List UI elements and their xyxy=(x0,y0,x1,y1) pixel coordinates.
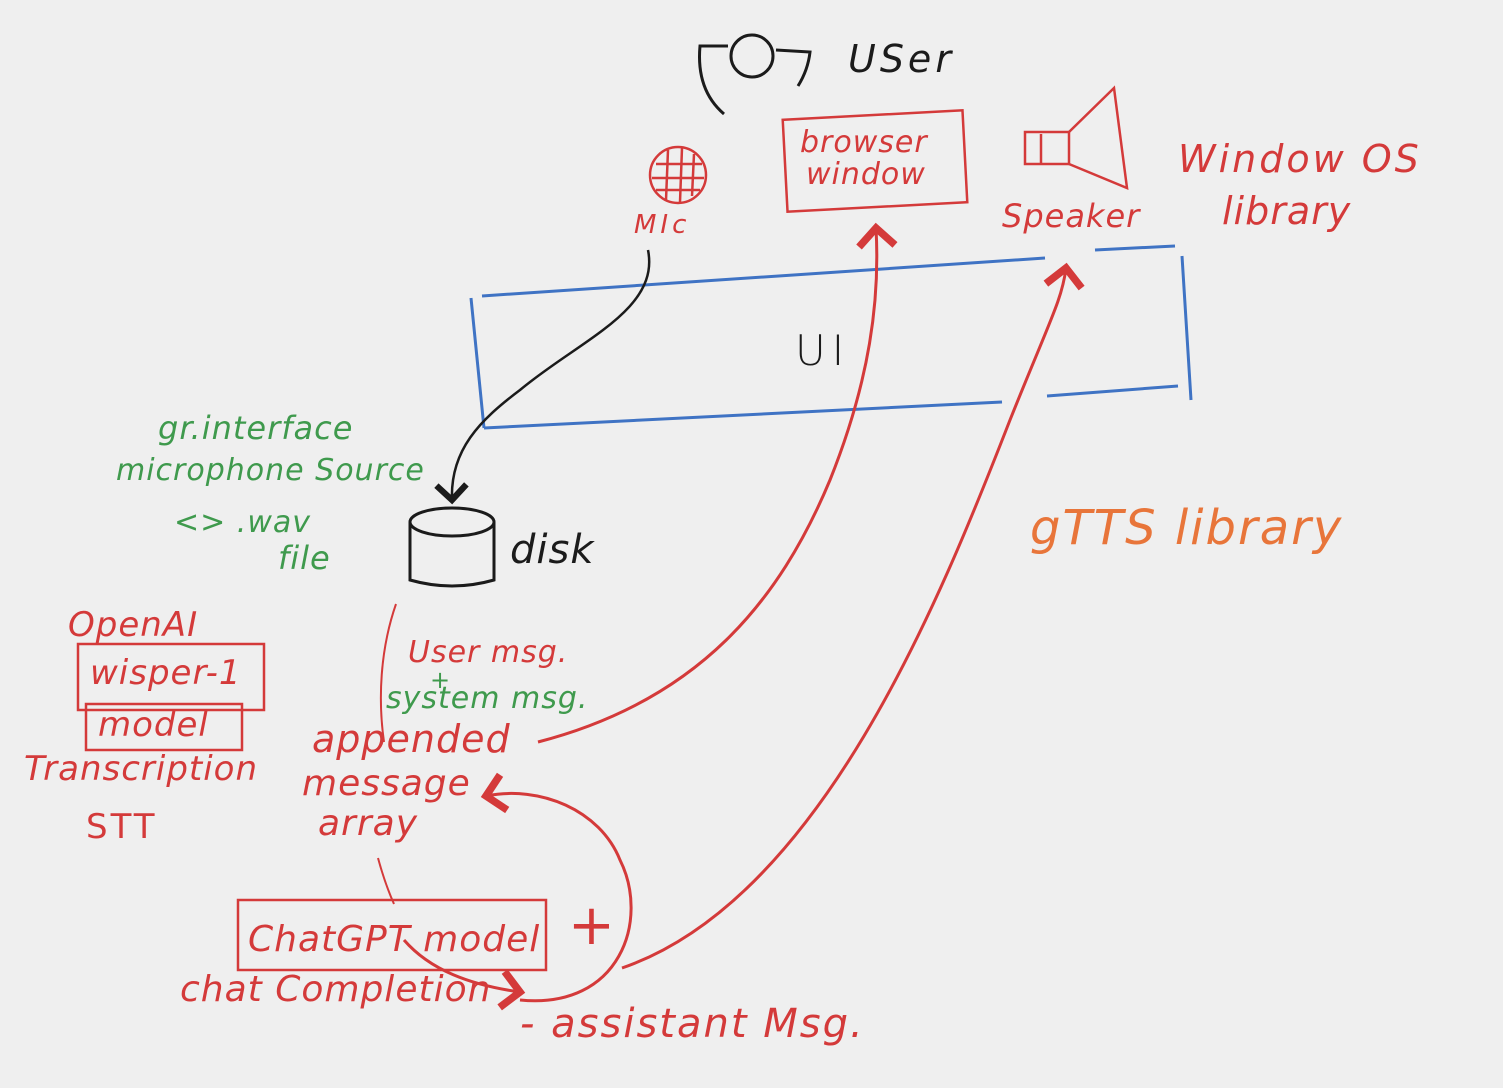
gr-interface-line3: <> .wav xyxy=(174,505,312,540)
gr-interface-line4: file xyxy=(278,539,331,577)
openai-label: OpenAI xyxy=(68,605,199,645)
disk-cylinder-icon xyxy=(408,506,496,588)
stt-label: STT xyxy=(86,807,158,847)
browser-window-box xyxy=(781,109,969,213)
model-box xyxy=(84,702,244,752)
mic-to-disk-arrow xyxy=(434,249,651,505)
array-label: array xyxy=(318,803,419,844)
chatgpt-to-assistant-arrow xyxy=(402,939,526,1011)
assistant-msg-label: - assistant Msg. xyxy=(520,1001,865,1047)
gr-interface-line1: gr.interface xyxy=(158,409,354,447)
whisper-label: wisper-1 xyxy=(90,653,242,693)
array-to-chatgpt-line xyxy=(377,857,395,905)
speaker-label: Speaker xyxy=(1002,197,1141,235)
mic-label: MIc xyxy=(634,210,691,240)
ui-box xyxy=(469,244,1193,430)
assistant-to-speaker-arrow xyxy=(621,262,1085,970)
gtts-label: gTTS library xyxy=(1030,500,1344,556)
speaker-icon xyxy=(1023,85,1129,190)
plus-small-label: + xyxy=(430,666,451,694)
appended-label: appended xyxy=(312,717,511,761)
user-head-icon xyxy=(698,33,812,116)
assistant-loop-back-arrow xyxy=(480,772,633,1003)
gr-interface-line2: microphone Source xyxy=(116,453,425,488)
ui-label: UI xyxy=(795,326,851,375)
window-os-label-line2: library xyxy=(1222,189,1352,233)
user-msg-label: User msg. xyxy=(408,635,569,670)
chatgpt-label: ChatGPT model xyxy=(248,919,541,960)
browser-label-line1: browser xyxy=(800,125,928,160)
transcription-label: Transcription xyxy=(24,749,259,789)
message-label: message xyxy=(302,763,471,804)
user-label: USer xyxy=(848,37,955,81)
disk-to-message-line xyxy=(379,603,397,743)
disk-label: disk xyxy=(510,527,595,573)
whisper-box xyxy=(76,642,266,712)
window-os-label-line1: Window OS xyxy=(1178,137,1422,181)
system-msg-label: system msg. xyxy=(386,681,589,716)
array-to-browser-arrow xyxy=(537,222,898,744)
chat-completion-label: chat Completion xyxy=(180,969,492,1010)
microphone-icon xyxy=(648,145,708,205)
model-label: model xyxy=(98,705,209,745)
browser-label-line2: window xyxy=(806,157,926,192)
plus-big-label: + xyxy=(568,893,615,958)
